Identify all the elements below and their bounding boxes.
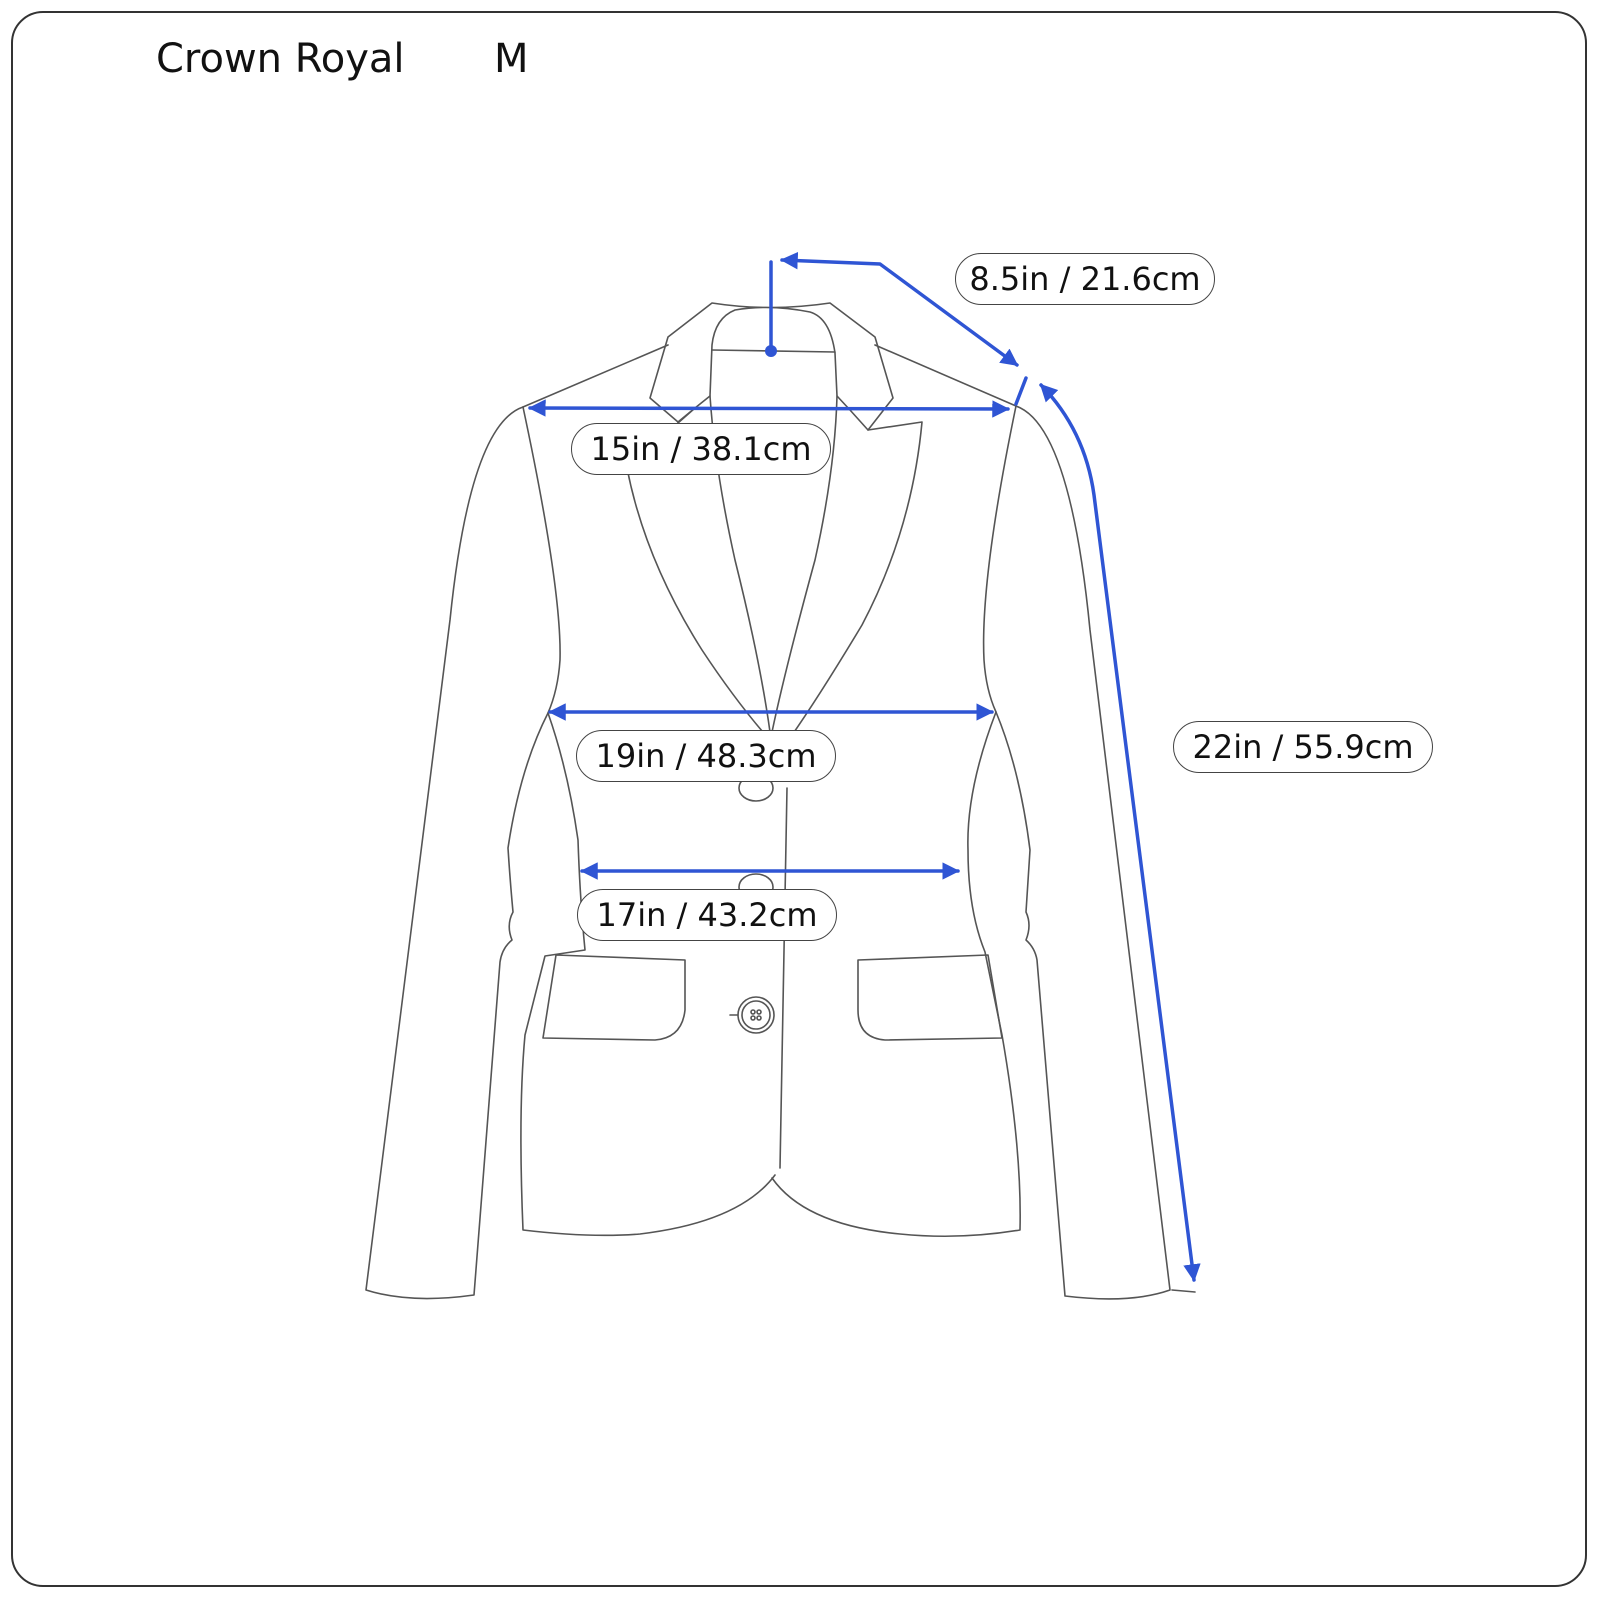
size-label: M <box>494 36 529 82</box>
sleeve-length-measurement: 22in / 55.9cm <box>1173 721 1433 773</box>
shoulder-width-arrow <box>528 399 1010 418</box>
right-pocket-flap <box>857 954 1003 1041</box>
right-cuff-tick <box>1171 1289 1196 1293</box>
right-shoulder <box>874 344 1017 407</box>
left-pocket-flap <box>542 954 686 1041</box>
right-sleeve <box>995 405 1171 1300</box>
shoulder-width-measurement: 15in / 38.1cm <box>571 423 831 475</box>
right-front-edge <box>771 395 838 733</box>
brand-label: Crown Royal <box>156 36 405 82</box>
collar-point-icon <box>765 345 777 357</box>
waist-width-measurement: 17in / 43.2cm <box>577 889 837 941</box>
left-sleeve <box>365 406 549 1300</box>
left-body-side <box>520 406 776 1237</box>
collar-shoulder-measurement: 8.5in / 21.6cm <box>955 253 1215 305</box>
right-body-side <box>771 405 1021 1238</box>
outer-frame <box>11 11 1587 1587</box>
center-front-line <box>779 787 788 1169</box>
button-inner <box>741 1000 771 1030</box>
shoulder-tick <box>1014 376 1028 406</box>
measurement-lines <box>528 251 1201 1282</box>
button-icon <box>737 996 775 1034</box>
left-shoulder <box>522 344 669 408</box>
collar-shoulder-arrow <box>780 251 1019 367</box>
chest-width-measurement: 19in / 48.3cm <box>576 730 836 782</box>
sleeve-length-arrow <box>1039 383 1201 1282</box>
